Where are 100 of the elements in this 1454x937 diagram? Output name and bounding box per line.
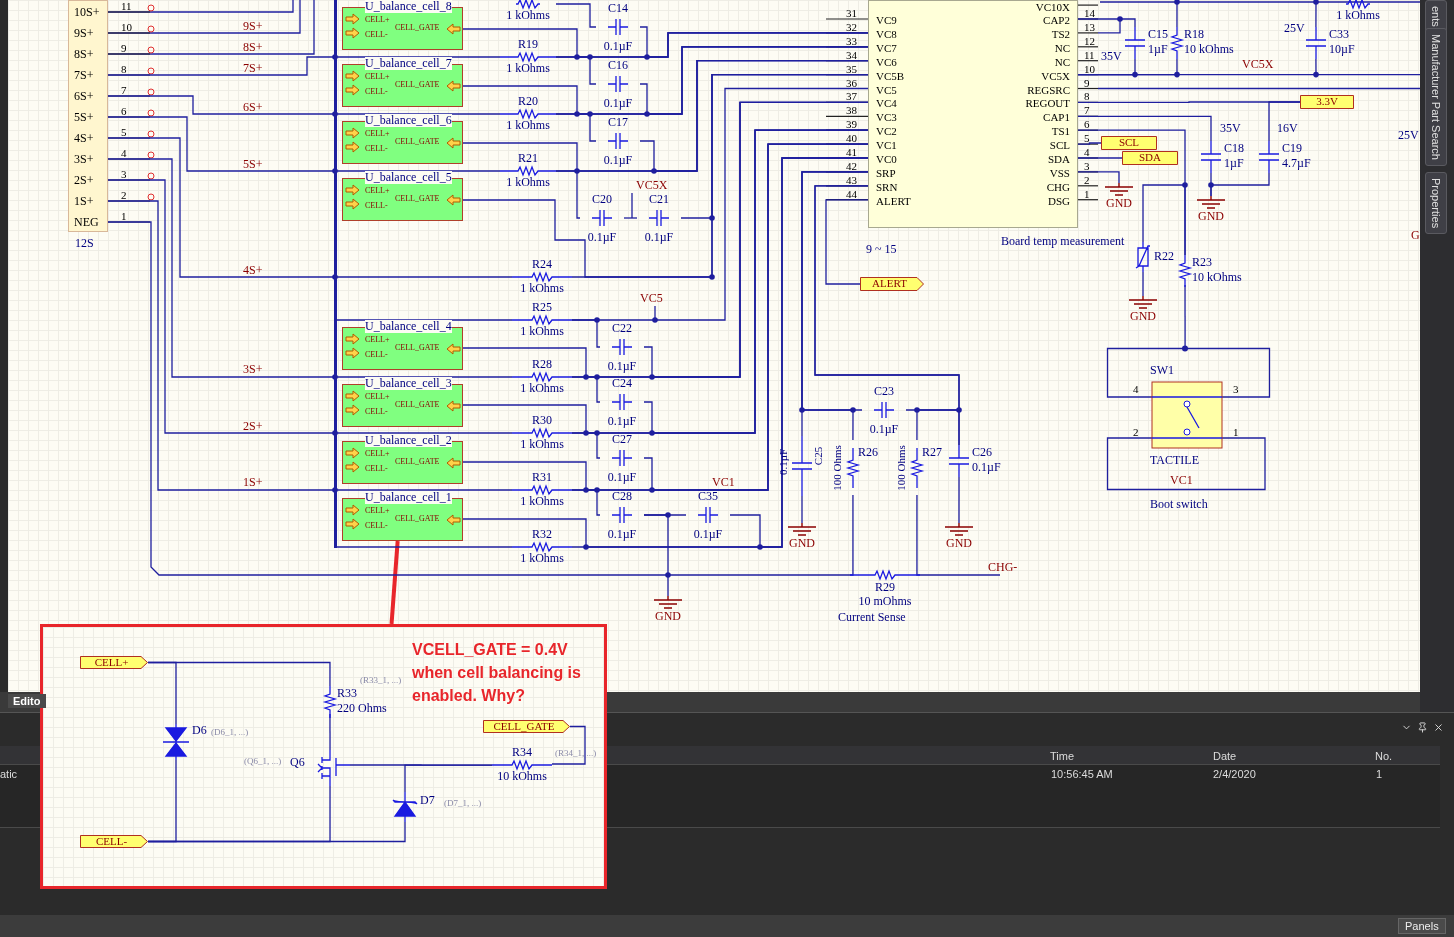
- port-name: CELL+: [365, 72, 390, 81]
- bus-bar: [334, 0, 337, 548]
- wire: [107, 137, 513, 278]
- value-label: 0.1µF: [603, 40, 633, 53]
- wire: [801, 495, 803, 524]
- pin-name: VC7: [876, 41, 897, 54]
- pin-number: 1: [1084, 187, 1090, 200]
- callout-panel: [40, 624, 607, 889]
- designator-label: R23: [1192, 256, 1212, 269]
- designator-label: R31: [532, 471, 552, 484]
- wire: [107, 116, 501, 172]
- pin-name: 7S+: [74, 69, 94, 82]
- caption-text: 35V: [1101, 50, 1122, 63]
- wire: [1077, 18, 1136, 28]
- value-label: 0.1µF: [693, 528, 723, 541]
- port-name: CELL+: [365, 506, 390, 515]
- pin-number: 32: [846, 20, 857, 33]
- designator-label: R30: [532, 414, 552, 427]
- wire: [571, 432, 601, 459]
- pin-number: 7: [1084, 104, 1090, 117]
- wire: [643, 514, 669, 597]
- block-title: U_balance_cell_8: [365, 0, 452, 13]
- pin-number: 38: [846, 104, 857, 117]
- designator-label: R33: [337, 687, 357, 700]
- editor-tab: Edito: [8, 694, 46, 708]
- pin-name: 3S+: [74, 153, 94, 166]
- pin-name: SDA: [1048, 153, 1070, 165]
- pin-number: 3: [1233, 383, 1239, 395]
- designator-label: C25: [812, 446, 825, 466]
- value-label: 0.1µF: [603, 154, 633, 167]
- pin-name: REGOUT: [1025, 97, 1070, 110]
- net-label: 6S+: [243, 101, 263, 114]
- block-title: U_balance_cell_1: [365, 491, 452, 504]
- table-cell: 10:56:45 AM: [1051, 768, 1113, 780]
- pin-number: 9: [1084, 76, 1090, 89]
- designator-label: C21: [649, 193, 669, 206]
- pin-number: 2: [1133, 426, 1139, 438]
- pin-name: VC0: [876, 153, 897, 165]
- port-name: CELL+: [365, 15, 390, 24]
- designator-label: R24: [532, 258, 552, 271]
- value-label: 220 Ohms: [337, 702, 387, 715]
- net-label: 1S+: [243, 476, 263, 489]
- pin-number: 35: [846, 62, 857, 75]
- value-label: 100 Ohms: [894, 445, 907, 491]
- wire: [1142, 271, 1144, 297]
- value-label: 1 kOhms: [1336, 9, 1380, 22]
- designator-label: R19: [518, 38, 538, 51]
- pin-name: SRP: [876, 166, 896, 179]
- port-name: CELL+: [365, 449, 390, 458]
- port-flag: [483, 720, 570, 733]
- designator-label: D7: [420, 794, 435, 807]
- value-label: TACTILE: [1150, 454, 1200, 467]
- value-label: 10 kOhms: [1184, 43, 1234, 56]
- wire: [571, 489, 601, 516]
- pin-number: 11: [1084, 48, 1095, 61]
- table-cell: atic: [0, 768, 18, 780]
- value-label: 0.1µF: [607, 528, 637, 541]
- pin-name: NC: [1054, 41, 1070, 54]
- pin-number: 41: [846, 146, 857, 158]
- ground-label: GND: [1106, 197, 1132, 210]
- pin-name: VC9: [876, 14, 897, 26]
- pin-number: 8: [121, 63, 127, 75]
- wire: [462, 73, 869, 278]
- port-name: CELL_GATE: [493, 720, 555, 732]
- wire: [639, 60, 869, 172]
- pin-number: 44: [846, 187, 857, 200]
- designator-label: Q6: [290, 756, 305, 769]
- pin-number: 1: [121, 210, 127, 222]
- net-label: 8S+: [243, 41, 263, 54]
- designator-label: C14: [608, 2, 628, 15]
- port-name: CELL+: [365, 392, 390, 401]
- wire: [404, 764, 493, 793]
- pin-number: 4: [1133, 383, 1139, 395]
- pin-name: VC8: [876, 27, 897, 40]
- value-label: 1 kOhms: [520, 438, 564, 451]
- wire: [1077, 142, 1102, 145]
- value-label: 1 kOhms: [506, 62, 550, 75]
- port-name: CELL-: [365, 407, 388, 416]
- pin-name: TS2: [1051, 27, 1070, 40]
- designator-label: C19: [1282, 142, 1302, 155]
- callout-line: [389, 540, 400, 625]
- value-label: 0.1µF: [607, 471, 637, 484]
- designator-label: C16: [608, 59, 628, 72]
- pin-number: 39: [846, 118, 857, 131]
- pin-name: VC5B: [876, 69, 905, 82]
- wire: [336, 319, 513, 321]
- pin-number: 3: [1084, 159, 1090, 172]
- wire: [107, 95, 501, 115]
- pin-number: 8: [1084, 90, 1090, 103]
- designator-label: R25: [532, 301, 552, 314]
- wire: [1077, 115, 1212, 142]
- pin-name: 9S+: [74, 27, 94, 40]
- port-name: CELL_GATE: [395, 400, 440, 409]
- wire: [551, 725, 586, 765]
- pin-name: VC2: [876, 125, 897, 138]
- wire: [147, 661, 177, 725]
- pin-name: 10S+: [74, 6, 100, 19]
- wire: [905, 409, 960, 446]
- wire: [555, 56, 597, 85]
- port-name: CELL_GATE: [395, 23, 440, 32]
